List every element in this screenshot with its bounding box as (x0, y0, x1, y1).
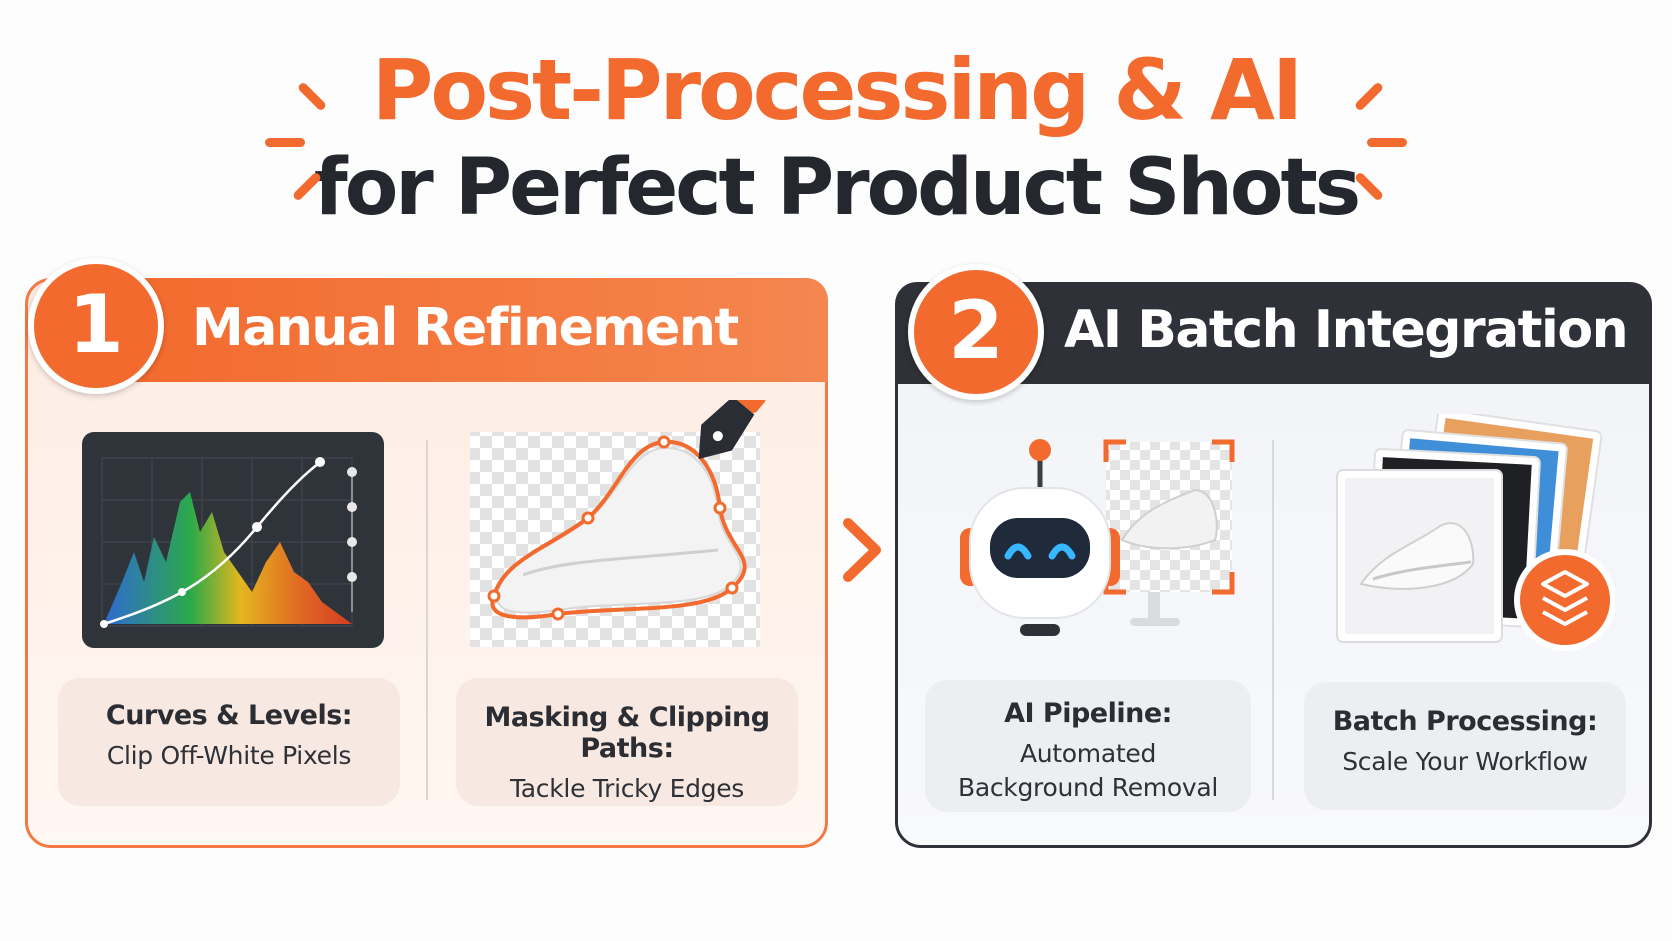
chevron-right-icon (843, 518, 881, 582)
card-subtitle: Clip Off-White Pixels (106, 741, 352, 770)
spark-icon (1367, 138, 1407, 147)
title-line-2: for Perfect Product Shots (313, 143, 1361, 233)
card-title: Batch Processing: (1332, 706, 1598, 737)
title-line-1: Post-Processing & AI (371, 41, 1303, 139)
step-number-badge: 2 (908, 264, 1044, 400)
robot-icon (960, 439, 1235, 636)
curves-levels-card: Curves & Levels: Clip Off-White Pixels (58, 678, 400, 806)
masking-paths-card: Masking & Clipping Paths: Tackle Tricky … (456, 678, 798, 806)
card-subtitle: Automated Background Removal (957, 739, 1219, 802)
batch-processing-card: Batch Processing: Scale Your Workflow (1304, 682, 1626, 810)
panel-divider (1272, 440, 1274, 800)
manual-refinement-header (110, 278, 828, 382)
panel-divider (426, 440, 428, 800)
layers-stack-icon (1336, 414, 1615, 651)
step-number-badge: 1 (28, 258, 164, 394)
section-heading: AI Batch Integration (1064, 300, 1629, 360)
card-subtitle: Scale Your Workflow (1342, 747, 1588, 776)
section-heading: Manual Refinement (192, 298, 739, 358)
card-subtitle: Tackle Tricky Edges (509, 774, 745, 803)
card-title: Masking & Clipping Paths: (484, 702, 770, 764)
ai-pipeline-card: AI Pipeline: Automated Background Remova… (925, 680, 1251, 812)
infographic-title: Post-Processing & AI for Perfect Product… (0, 40, 1672, 236)
card-title: Curves & Levels: (105, 700, 353, 731)
card-title: AI Pipeline: (1004, 698, 1172, 729)
curves-histogram-icon (82, 432, 384, 648)
spark-icon (265, 138, 305, 147)
pen-tool-mask-icon (470, 400, 766, 647)
